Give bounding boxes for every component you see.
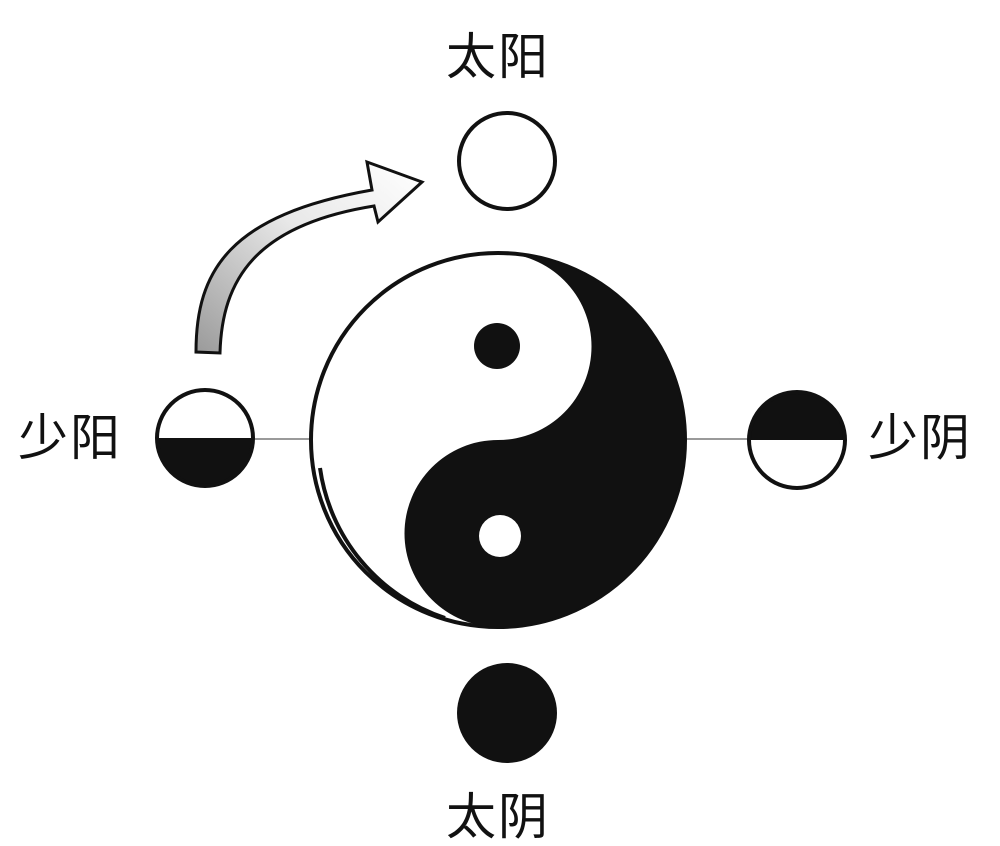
label-shaoyin: 少阴: [868, 409, 972, 467]
half-filled-bottom-circle-icon: [155, 388, 255, 488]
yang-eye-dot: [474, 323, 520, 369]
hollow-circle-icon: [457, 111, 557, 211]
label-taiyin: 太阴: [446, 788, 550, 846]
yin-yang-icon: [309, 251, 687, 629]
yin-eye-dot: [479, 515, 521, 557]
curved-arrow-icon: [194, 159, 425, 355]
label-shaoyang: 少阳: [18, 409, 122, 467]
solid-circle-icon: [457, 663, 557, 763]
four-symbols-diagram: [155, 111, 847, 763]
half-filled-top-circle-icon: [747, 390, 847, 490]
label-taiyang: 太阳: [446, 28, 550, 86]
